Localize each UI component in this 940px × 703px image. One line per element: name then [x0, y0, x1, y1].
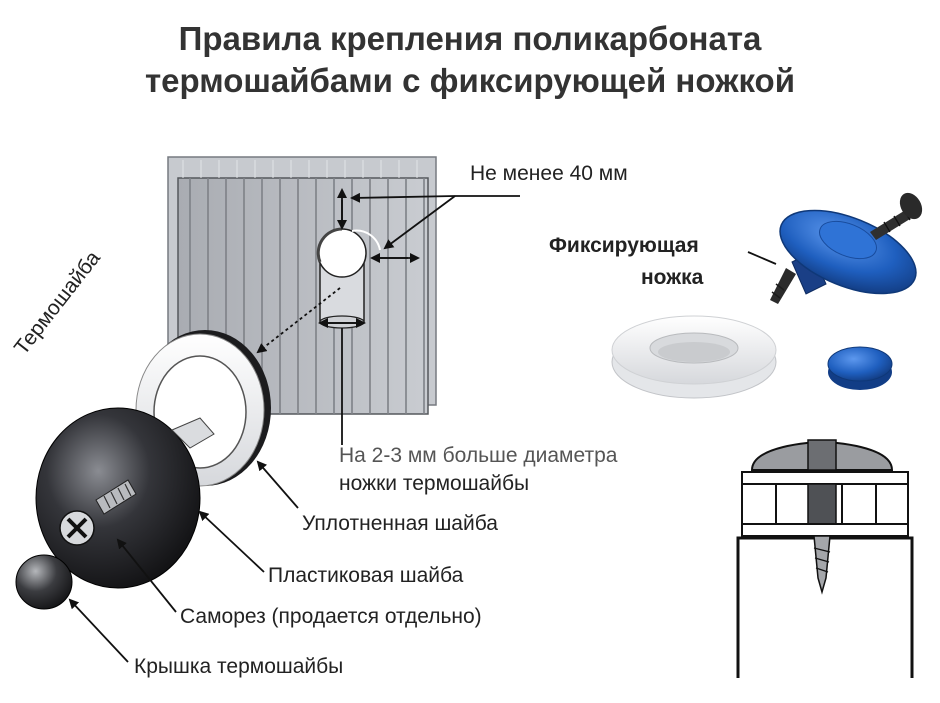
white-ring-photo: [611, 315, 777, 399]
leader-lines: [68, 251, 777, 663]
washer-cap: [15, 554, 73, 610]
label-sealing-washer: Уплотненная шайба: [302, 512, 498, 535]
title-line-1: Правила крепления поликарбоната: [178, 20, 762, 57]
label-fixing-leg-line-2: ножка: [641, 266, 704, 289]
label-diameter-line-1: На 2-3 мм больше диаметра: [339, 444, 618, 467]
installation-cross-section: [736, 439, 914, 678]
label-screw: Саморез (продается отдельно): [180, 605, 482, 628]
title-line-2: термошайбами с фиксирующей ножкой: [144, 62, 795, 99]
label-min-distance: Не менее 40 мм: [470, 162, 628, 185]
thermo-washer-photo: [770, 192, 923, 304]
label-cap: Крышка термошайбы: [134, 655, 344, 678]
diagram-title: Правила крепления поликарбоната термошай…: [0, 18, 940, 102]
screw: [59, 479, 137, 546]
label-diameter-line-2: ножки термошайбы: [339, 472, 530, 495]
label-plastic-washer: Пластиковая шайба: [268, 564, 464, 587]
label-fixing-leg-line-1: Фиксирующая: [549, 234, 699, 257]
blue-cap-photo: [827, 346, 893, 390]
panel-hole: [316, 227, 381, 329]
dimension-arrows: [256, 188, 520, 445]
